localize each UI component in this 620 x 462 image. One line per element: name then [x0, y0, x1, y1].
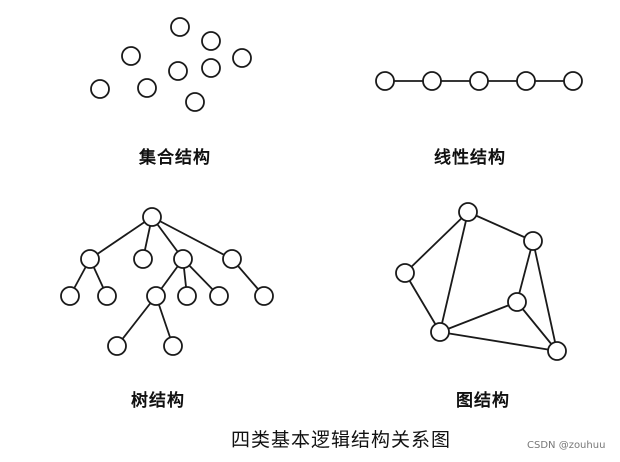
- graph-node: [547, 341, 567, 361]
- set-node: [90, 79, 110, 99]
- graph-node: [458, 202, 478, 222]
- tree-node: [133, 249, 153, 269]
- set-structure: [90, 17, 252, 112]
- graph-edge: [516, 301, 558, 352]
- tree-edge: [116, 295, 157, 347]
- linear-node: [563, 71, 583, 91]
- set-node: [121, 46, 141, 66]
- graph-node: [430, 322, 450, 342]
- tree-edge: [151, 216, 233, 260]
- graph-edge: [439, 211, 469, 333]
- set-node: [168, 61, 188, 81]
- tree-structure-label: 树结构: [131, 391, 185, 411]
- linear-node: [516, 71, 536, 91]
- graph-edge: [516, 240, 534, 303]
- graph-structure: [395, 202, 567, 361]
- set-node: [232, 48, 252, 68]
- set-node: [185, 92, 205, 112]
- tree-node: [80, 249, 100, 269]
- tree-leaf-node: [209, 286, 229, 306]
- tree-node: [146, 286, 166, 306]
- linear-structure-label: 线性结构: [434, 148, 506, 168]
- graph-edge: [467, 211, 534, 242]
- tree-node: [222, 249, 242, 269]
- graph-edge: [404, 272, 441, 333]
- tree-structure: [60, 207, 274, 356]
- set-node: [170, 17, 190, 37]
- tree-root-node: [142, 207, 162, 227]
- linear-structure: [375, 71, 583, 91]
- set-node: [137, 78, 157, 98]
- set-structure-label: 集合结构: [139, 148, 211, 168]
- graph-node: [523, 231, 543, 251]
- graph-node: [507, 292, 527, 312]
- graph-structure-label: 图结构: [456, 391, 510, 411]
- diagram-caption: 四类基本逻辑结构关系图: [231, 429, 452, 451]
- tree-leaf-node: [177, 286, 197, 306]
- graph-node: [395, 263, 415, 283]
- graph-edge: [439, 301, 518, 333]
- graph-edge: [532, 240, 558, 352]
- graph-edge: [439, 331, 558, 352]
- set-node: [201, 31, 221, 51]
- tree-leaf-node: [254, 286, 274, 306]
- set-node: [201, 58, 221, 78]
- linear-node: [375, 71, 395, 91]
- tree-edge: [89, 216, 153, 260]
- linear-node: [469, 71, 489, 91]
- tree-leaf-node: [97, 286, 117, 306]
- tree-node: [173, 249, 193, 269]
- tree-leaf-node: [60, 286, 80, 306]
- watermark: CSDN @zouhuu: [527, 440, 606, 451]
- tree-leaf-node: [107, 336, 127, 356]
- graph-edge: [404, 211, 469, 274]
- linear-node: [422, 71, 442, 91]
- tree-leaf-node: [163, 336, 183, 356]
